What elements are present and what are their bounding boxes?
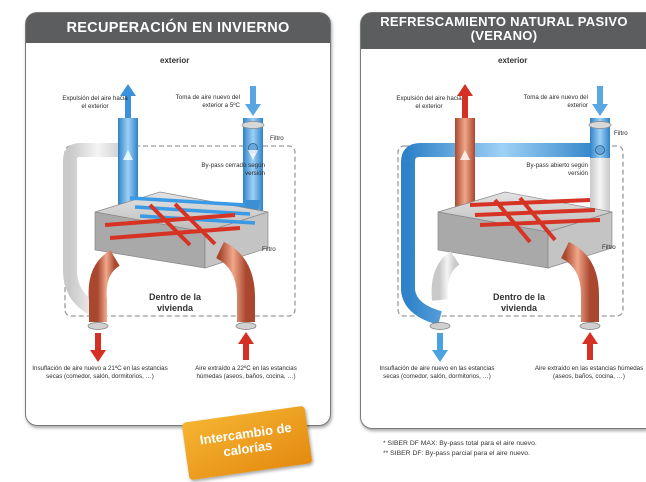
winter-supply-disk xyxy=(87,322,109,330)
winter-exterior-label: exterior xyxy=(160,56,190,65)
summer-bypass-label: By-pass abierto según versión xyxy=(526,162,588,177)
winter-bypass-duct xyxy=(63,143,132,319)
winter-red-flow-arrows xyxy=(104,202,241,247)
summer-intake-idle-duct xyxy=(590,158,610,213)
winter-extract-disk xyxy=(235,322,257,330)
summer-red-flow-arrows xyxy=(469,196,601,244)
winter-expulsion-label: Expulsión del aire hacia el exterior xyxy=(62,95,128,110)
winter-bypass-label: By-pass cerrado según versión xyxy=(201,162,265,177)
summer-bypass-valve xyxy=(595,145,605,155)
summer-supply-idle-duct xyxy=(431,251,460,301)
summer-expulsion-label: Expulsión del aire hacia el exterior xyxy=(396,95,462,110)
winter-diagram xyxy=(63,84,296,362)
winter-supply-duct xyxy=(88,250,121,322)
winter-extract-label: Aire extraído a 22ºC en las estancias hú… xyxy=(195,365,297,380)
footnote-df: ** SIBER DF: By-pass parcial para el air… xyxy=(383,450,530,457)
summer-title: REFRESCAMIENTO NATURAL PASIVO (VERANO) xyxy=(361,13,646,49)
footnote-max: * SIBER DF MAX: By-pass total para el ai… xyxy=(383,440,537,447)
winter-exhaust-duct xyxy=(118,118,138,213)
summer-extract-disk xyxy=(579,322,601,330)
winter-intake-duct xyxy=(243,118,263,213)
summer-filter-top xyxy=(588,121,612,129)
winter-filter-top xyxy=(241,121,265,129)
winter-filter-top-label: Filtro xyxy=(270,135,284,142)
summer-extract-duct xyxy=(560,241,599,322)
winter-intake-label: Toma de aire nuevo del exterior a 5ºC xyxy=(175,94,240,109)
summer-inside-label: Dentro de la vivienda xyxy=(492,292,545,313)
winter-filter-mid-label: Filtro xyxy=(262,246,276,253)
summer-bypass-duct xyxy=(401,143,598,325)
summer-supply-label: Insuflación de aire nuevo en las estanci… xyxy=(379,365,495,380)
summer-diagram xyxy=(397,84,624,362)
winter-supply-label: Insuflación de aire nuevo a 21ºC en las … xyxy=(32,365,168,380)
summer-supply-disk xyxy=(429,322,451,330)
summer-intake-label: Toma de aire nuevo del exterior xyxy=(523,94,588,109)
summer-exterior-label: exterior xyxy=(498,56,528,65)
summer-extract-label: Aire extraído en las estancias húmedas (… xyxy=(534,365,644,380)
winter-extract-duct xyxy=(215,241,255,322)
winter-title: RECUPERACIÓN EN INVIERNO xyxy=(26,13,330,43)
winter-inside-label: Dentro de la vivienda xyxy=(148,292,201,313)
summer-filter-mid-label: Filtro xyxy=(602,244,616,251)
heat-exchange-badge-text: Intercambio de calorías xyxy=(198,419,293,460)
summer-filter-top-label: Filtro xyxy=(614,130,628,137)
summer-exhaust-duct xyxy=(455,118,475,213)
